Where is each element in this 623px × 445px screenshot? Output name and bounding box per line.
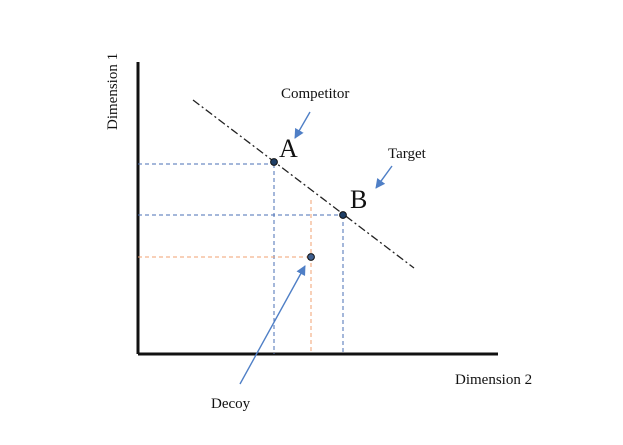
competitor-label: Competitor <box>281 86 349 102</box>
y-axis-label: Dimension 1 <box>105 53 121 130</box>
point-a-label: A <box>279 134 298 163</box>
point-b-label: B <box>350 185 367 214</box>
point-b-marker <box>339 211 347 219</box>
point-a-marker <box>270 158 278 166</box>
target-label: Target <box>388 146 427 162</box>
x-axis-label: Dimension 2 <box>455 372 532 388</box>
tradeoff-line <box>192 99 415 269</box>
decoy-arrow <box>239 265 306 385</box>
decoy-marker <box>307 253 315 261</box>
target-arrow <box>375 165 393 189</box>
decoy-label: Decoy <box>211 396 251 412</box>
competitor-arrow <box>294 111 311 139</box>
